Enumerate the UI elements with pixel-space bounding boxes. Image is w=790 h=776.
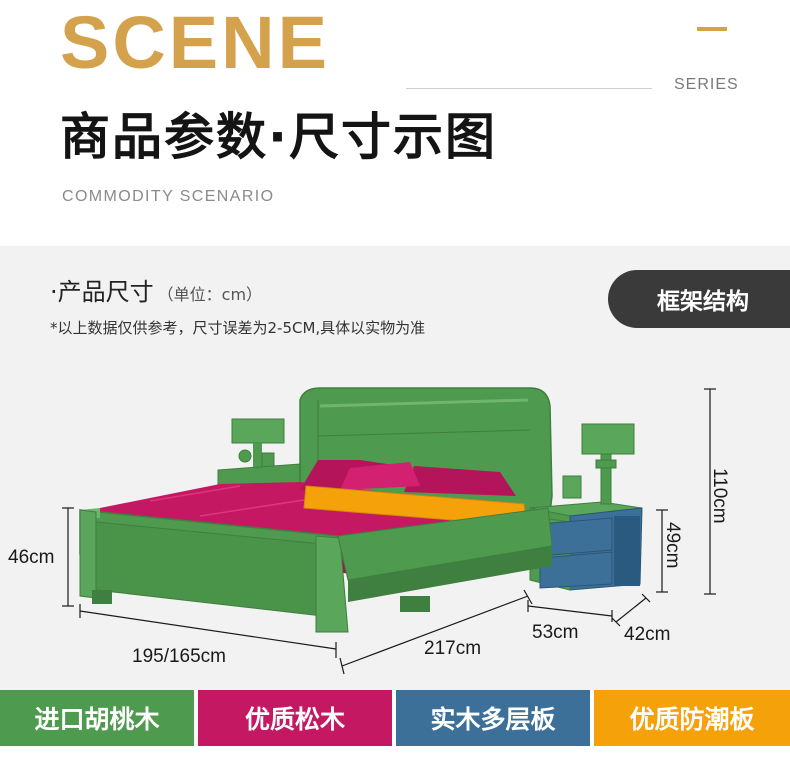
page-subtitle: COMMODITY SCENARIO bbox=[62, 188, 275, 205]
pillows bbox=[300, 460, 516, 496]
divider-line bbox=[406, 88, 652, 89]
nightstand-width-label: 53cm bbox=[532, 622, 578, 643]
size-note: *以上数据仅供参考，尺寸误差为2-5CM,具体以实物为准 bbox=[50, 319, 426, 337]
nightstand-height-label: 49cm bbox=[662, 522, 683, 568]
material-legend: 进口胡桃木 优质松木 实木多层板 优质防潮板 bbox=[0, 690, 790, 746]
series-label: SERIES bbox=[674, 76, 739, 93]
size-title: ·产品尺寸（单位：cm） bbox=[50, 272, 262, 307]
bed-width-label: 195/165cm bbox=[132, 646, 226, 667]
page-title: 商品参数·尺寸示图 bbox=[60, 108, 497, 166]
bed-height-label: 46cm bbox=[8, 547, 54, 568]
accent-dash bbox=[697, 27, 727, 31]
legend-pine: 优质松木 bbox=[198, 690, 392, 746]
legend-moisture-board: 优质防潮板 bbox=[594, 690, 790, 746]
size-unit: （单位：cm） bbox=[157, 285, 263, 304]
nightstand-depth-label: 42cm bbox=[624, 624, 670, 645]
left-lamp bbox=[231, 418, 285, 473]
size-title-text: ·产品尺寸 bbox=[50, 278, 154, 306]
right-lamp bbox=[562, 423, 635, 505]
legend-walnut: 进口胡桃木 bbox=[0, 690, 194, 746]
frame-structure-button[interactable]: 框架结构 bbox=[608, 270, 790, 328]
bed-frame bbox=[79, 507, 553, 633]
dimension-lines bbox=[62, 388, 716, 675]
scene-heading: SCENE bbox=[60, 1, 330, 84]
headboard-height-label: 110cm bbox=[709, 468, 730, 524]
bed-length-label: 217cm bbox=[424, 638, 481, 659]
bottom-strip bbox=[0, 746, 790, 776]
legend-plywood: 实木多层板 bbox=[396, 690, 590, 746]
bed-diagram: 46cm 110cm 49cm 195/165cm 217cm 53cm 42c… bbox=[8, 387, 730, 675]
header-section: SCENE SERIES 商品参数·尺寸示图 COMMODITY SCENARI… bbox=[0, 0, 790, 246]
